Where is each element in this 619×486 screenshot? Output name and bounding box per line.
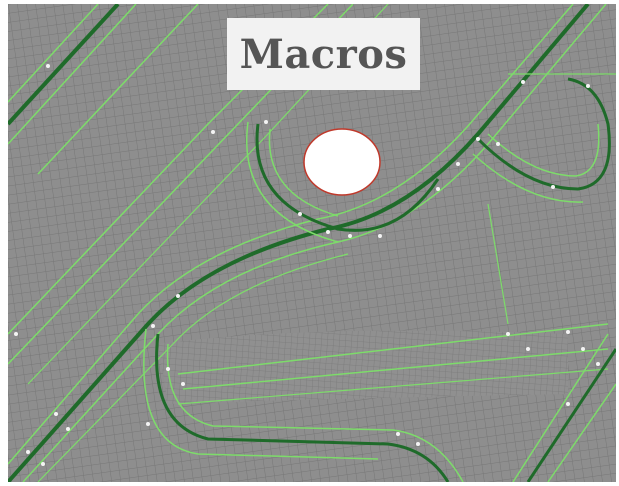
feature-edge-main-curve <box>8 4 607 482</box>
dense-mesh-region <box>158 330 568 404</box>
page-title: Macros <box>239 30 408 78</box>
feature-edge-band-upper <box>8 4 199 175</box>
title-panel: Macros <box>227 18 420 90</box>
feature-edge-band-middle <box>177 323 609 405</box>
feature-edge-band-right <box>487 203 616 482</box>
hole <box>303 128 381 196</box>
slot-outline-right <box>472 73 616 203</box>
mesh-viewport[interactable]: Macros <box>8 4 616 482</box>
node-markers <box>14 64 600 466</box>
hole-ring <box>246 121 440 243</box>
slot-outline-lower <box>143 328 464 482</box>
